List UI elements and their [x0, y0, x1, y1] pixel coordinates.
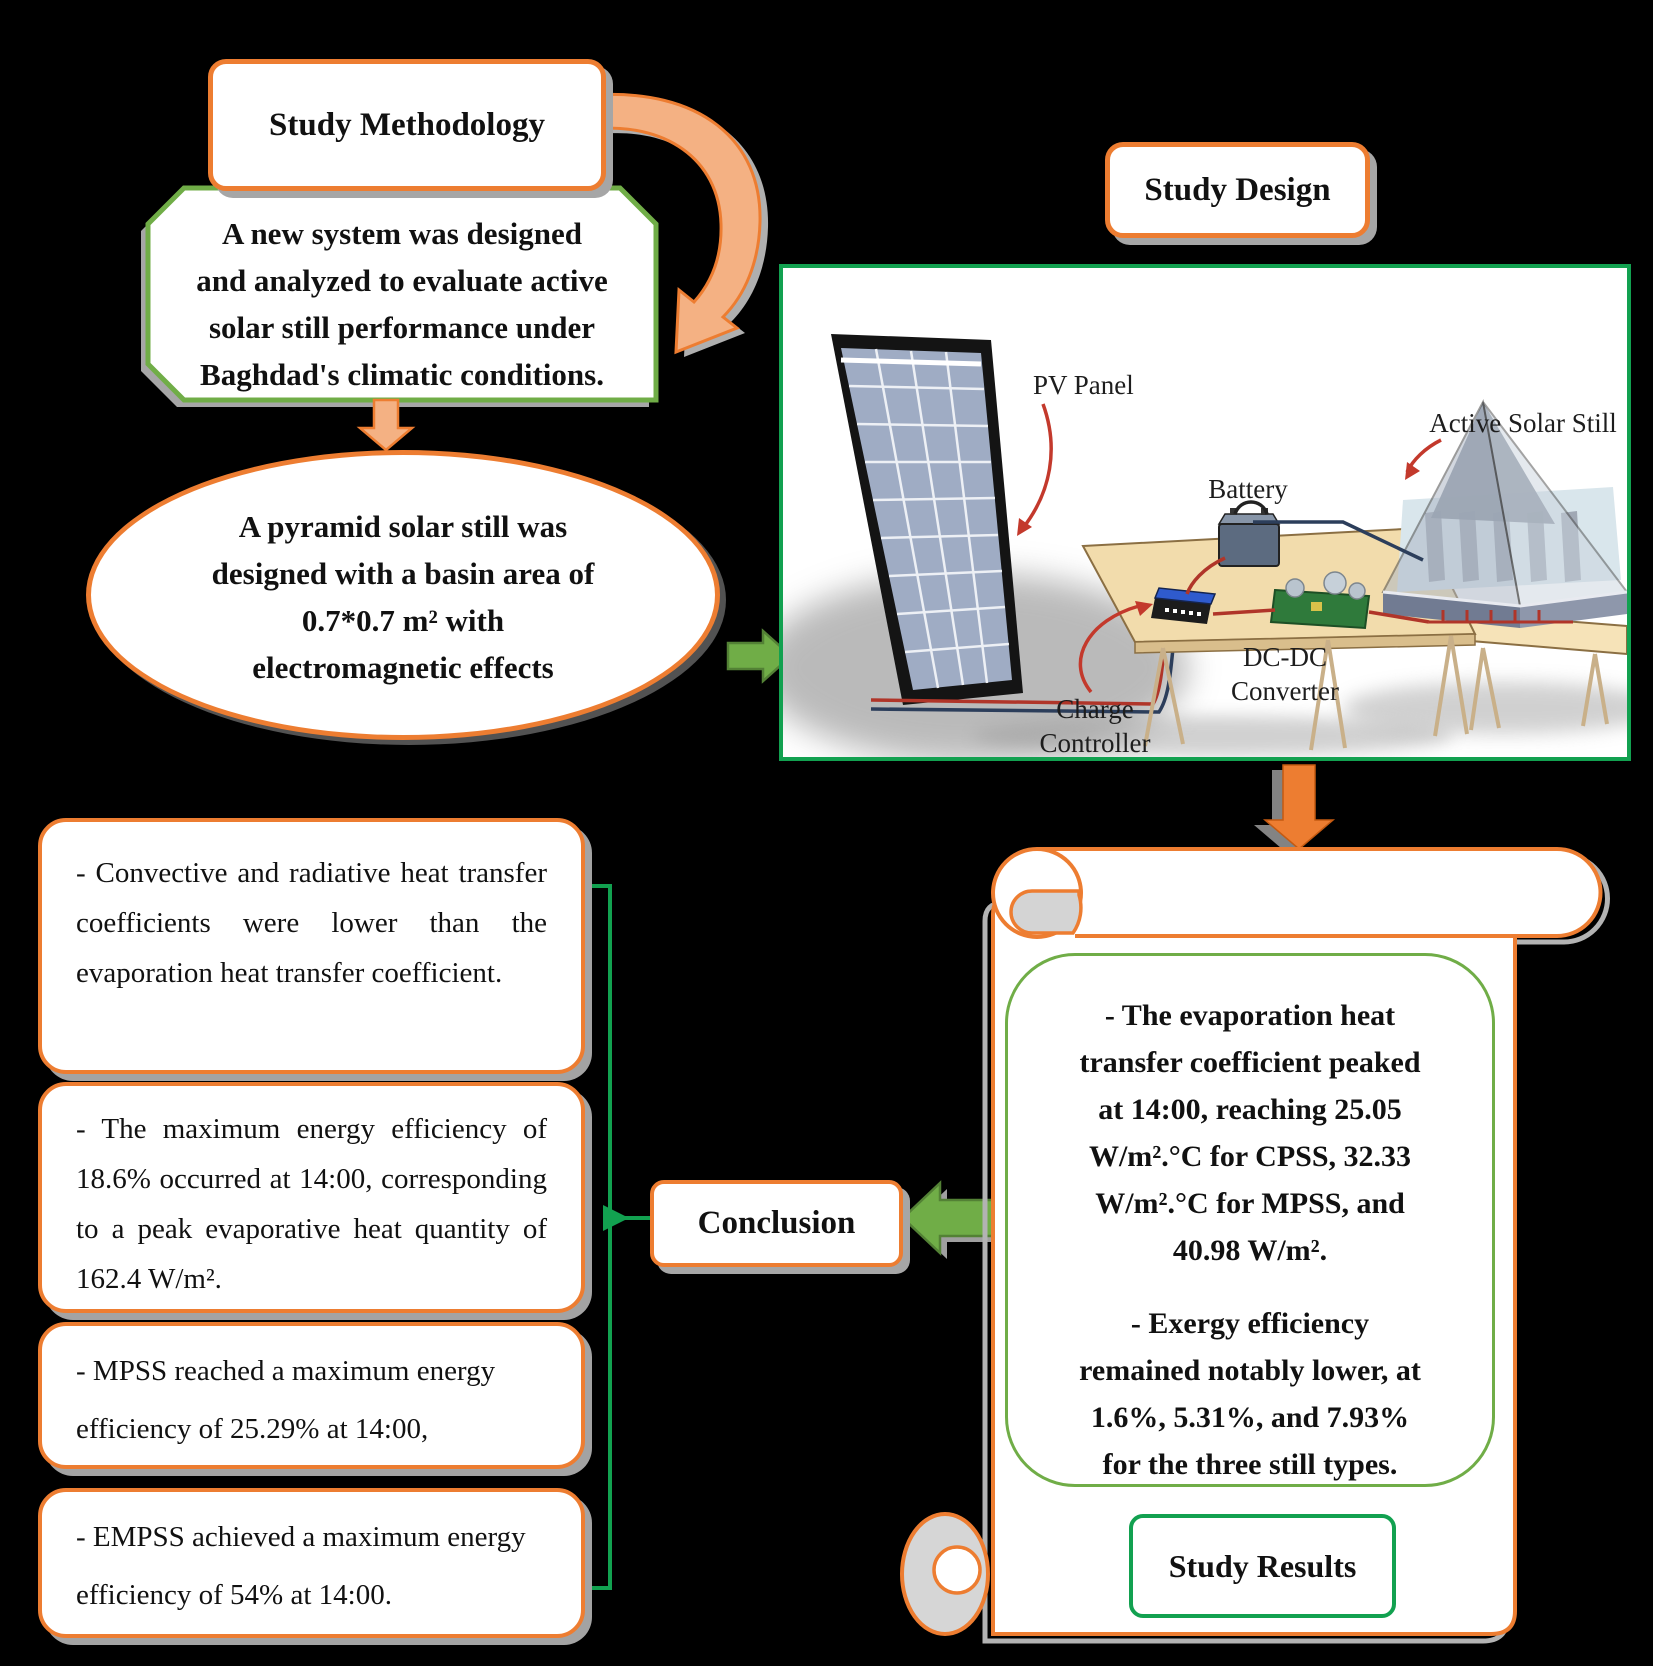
overview-box-shape: [141, 185, 659, 407]
design-illustration-panel: PV Panel Battery Active Solar Still Char…: [758, 264, 1653, 763]
pyramid-note-ellipse: A pyramid solar still was designed with …: [86, 450, 720, 740]
conclusion-title-box: Conclusion: [650, 1180, 903, 1267]
dcdc-label-line1: DC-DC: [1243, 642, 1327, 672]
conclusion-item-2: - The maximum energy efficiency of 18.6%…: [38, 1082, 585, 1313]
pyramid-note-text: A pyramid solar still was designed with …: [211, 509, 595, 685]
finding-evaporation: - The evaporation heat transfer coeffici…: [1079, 999, 1421, 1267]
conclusion-item-4: - EMPSS achieved a maximum energy effici…: [38, 1488, 585, 1638]
down-arrow-large: [1254, 764, 1336, 854]
pv-panel-label: PV Panel: [1033, 370, 1134, 400]
pv-panel-graphic: [831, 334, 1023, 705]
finding-exergy: - Exergy efficiency remained notably low…: [1079, 1307, 1421, 1481]
conclusion-item-1: - Convective and radiative heat transfer…: [38, 818, 585, 1074]
charge-controller-graphic: [1151, 587, 1217, 624]
results-scroll: [900, 847, 1610, 1644]
curved-arrow: [590, 92, 769, 358]
design-title-box: Study Design: [1105, 142, 1370, 238]
design-illustration: PV Panel Battery Active Solar Still Char…: [758, 334, 1653, 763]
results-findings-box: - The evaporation heat transfer coeffici…: [1005, 953, 1495, 1487]
charge-controller-label-line2: Controller: [1040, 728, 1151, 757]
methodology-title: Study Methodology: [269, 106, 545, 143]
results-title: Study Results: [1168, 1547, 1357, 1584]
down-arrow-small: [356, 398, 416, 452]
conclusion-connectors: [585, 884, 650, 1590]
battery-label: Battery: [1208, 474, 1288, 504]
dcdc-label-line2: Converter: [1231, 676, 1339, 706]
connector-arrowhead: [603, 1205, 629, 1231]
conclusion-item-3: - MPSS reached a maximum energy efficien…: [38, 1322, 585, 1469]
methodology-title-box: Study Methodology: [208, 59, 606, 191]
solar-still-graphic: [1381, 398, 1629, 628]
dcdc-converter-graphic: [1269, 571, 1371, 630]
battery-graphic: [1217, 500, 1281, 567]
results-title-box: Study Results: [1129, 1514, 1396, 1618]
charge-controller-label-line1: Charge: [1056, 694, 1133, 724]
active-solar-still-label: Active Solar Still: [1429, 408, 1616, 438]
conclusion-title: Conclusion: [697, 1205, 856, 1241]
right-arrow-green: [726, 628, 793, 684]
overview-text: A new system was designed and analyzed t…: [196, 216, 608, 392]
design-title: Study Design: [1144, 171, 1331, 208]
